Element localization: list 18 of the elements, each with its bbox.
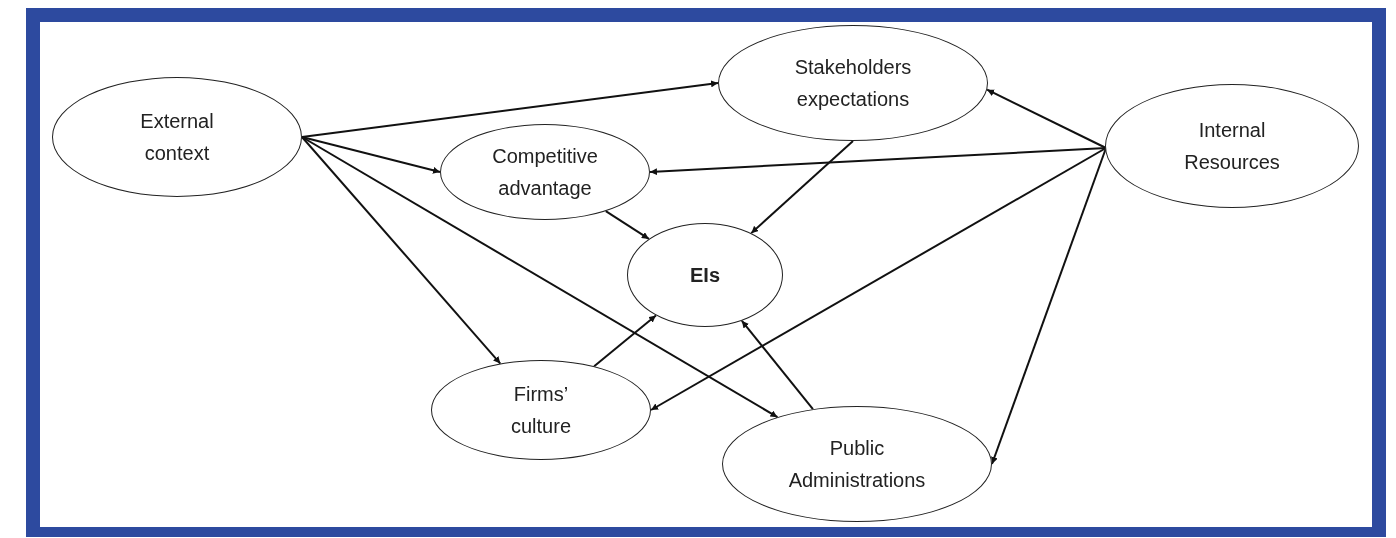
node-label: EIs bbox=[690, 263, 720, 288]
arrow bbox=[301, 136, 779, 419]
arrow bbox=[740, 319, 814, 411]
node-label: Public Administrations bbox=[787, 436, 927, 493]
arrow bbox=[301, 136, 502, 365]
arrow bbox=[750, 140, 854, 235]
arrow bbox=[649, 147, 1107, 176]
node-label: Firms’ culture bbox=[510, 382, 572, 439]
node-label: Internal Resources bbox=[1183, 118, 1281, 175]
node-label: Competitive advantage bbox=[491, 144, 599, 201]
arrow bbox=[301, 136, 441, 174]
arrow bbox=[604, 210, 650, 240]
arrow bbox=[301, 80, 719, 138]
node-label: External context bbox=[139, 109, 215, 166]
arrow bbox=[650, 147, 1107, 411]
arrow bbox=[593, 314, 657, 368]
node-label: Stakeholders expectations bbox=[793, 55, 913, 112]
arrow bbox=[986, 88, 1107, 149]
